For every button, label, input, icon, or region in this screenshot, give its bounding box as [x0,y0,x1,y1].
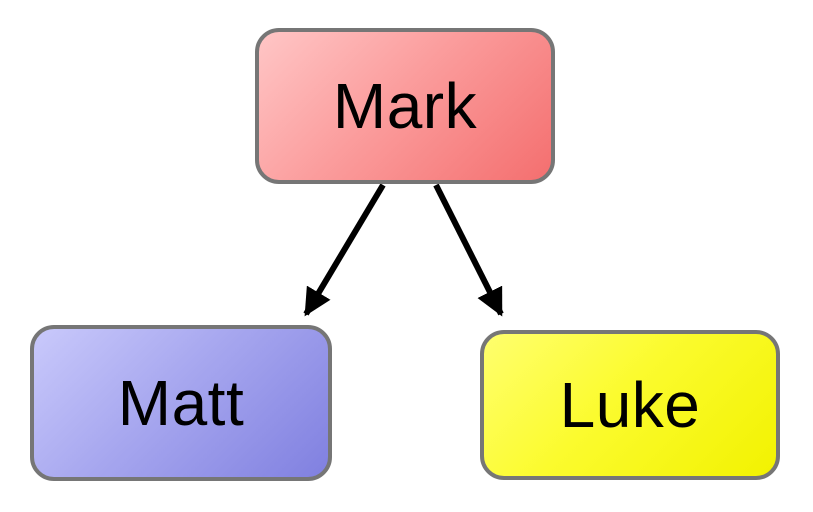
node-mark-label: Mark [332,70,478,142]
node-luke-label: Luke [559,369,701,441]
node-luke: Luke [480,330,780,480]
node-matt-label: Matt [117,367,245,439]
node-matt: Matt [30,325,332,481]
node-mark: Mark [255,28,555,184]
edge-mark-to-luke-arrow [433,183,504,317]
edge-mark-to-matt-arrow [303,183,386,317]
